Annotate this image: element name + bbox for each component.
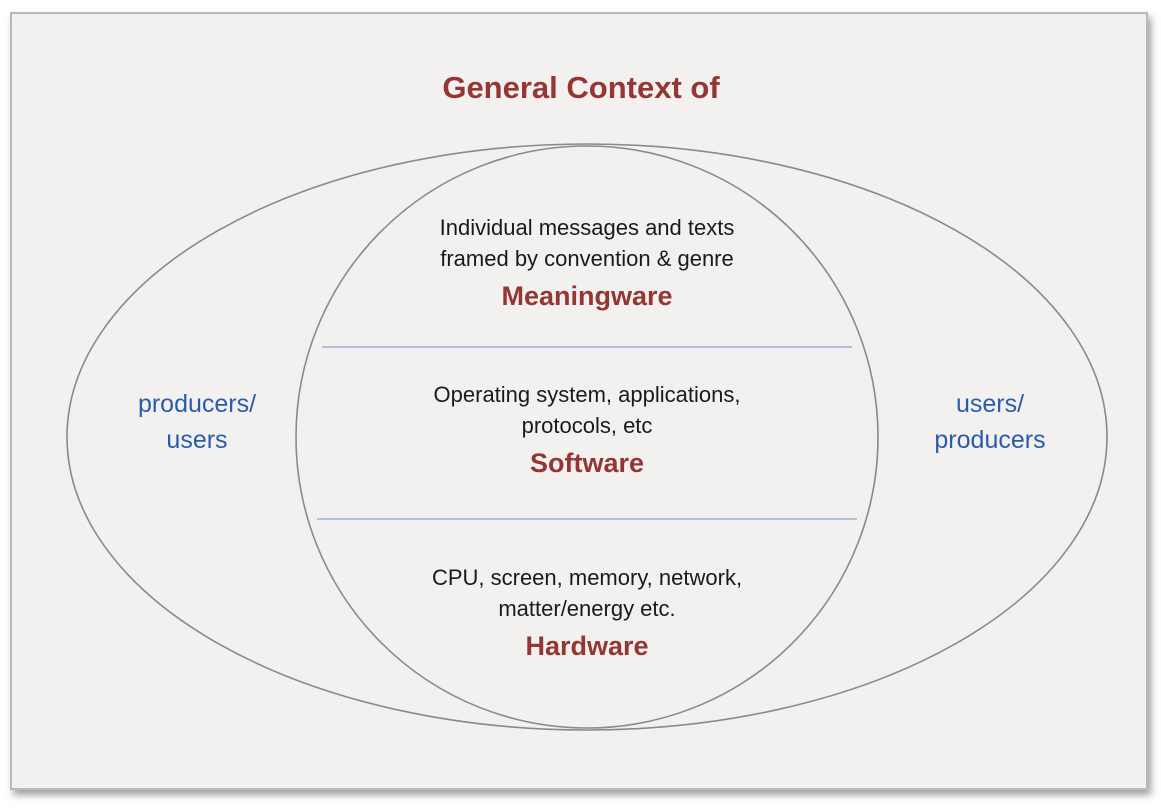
software-label: Software [529,448,645,478]
hardware-label: Hardware [525,631,649,661]
meaningware-description-line1: Individual messages and texts [439,215,735,240]
software-description-line2: protocols, etc [521,413,653,438]
section-meaningware: Individual messages and texts framed by … [357,212,817,312]
hardware-description-line1: CPU, screen, memory, network, [431,565,743,590]
users-producers-label: users/ producers [880,386,1100,458]
producers-users-line1: producers/ [137,390,257,418]
venn-shapes [66,143,1108,731]
inner-system-circle [295,145,879,729]
diagram-frame: General Context of Individual messages a… [10,12,1148,790]
producers-users-label: producers/ users [87,386,307,458]
section-software: Operating system, applications, protocol… [357,379,817,479]
users-producers-line2: producers [934,426,1046,454]
meaningware-description-line2: framed by convention & genre [440,246,734,271]
diagram-title: General Context of [442,70,720,105]
producers-users-line2: users [166,426,228,454]
outer-context-ellipse [66,143,1108,731]
hardware-description-line2: matter/energy etc. [498,596,676,621]
software-description-line1: Operating system, applications, [433,382,741,407]
section-hardware: CPU, screen, memory, network, matter/ene… [357,562,817,662]
meaningware-label: Meaningware [501,281,673,311]
users-producers-line1: users/ [955,390,1025,418]
